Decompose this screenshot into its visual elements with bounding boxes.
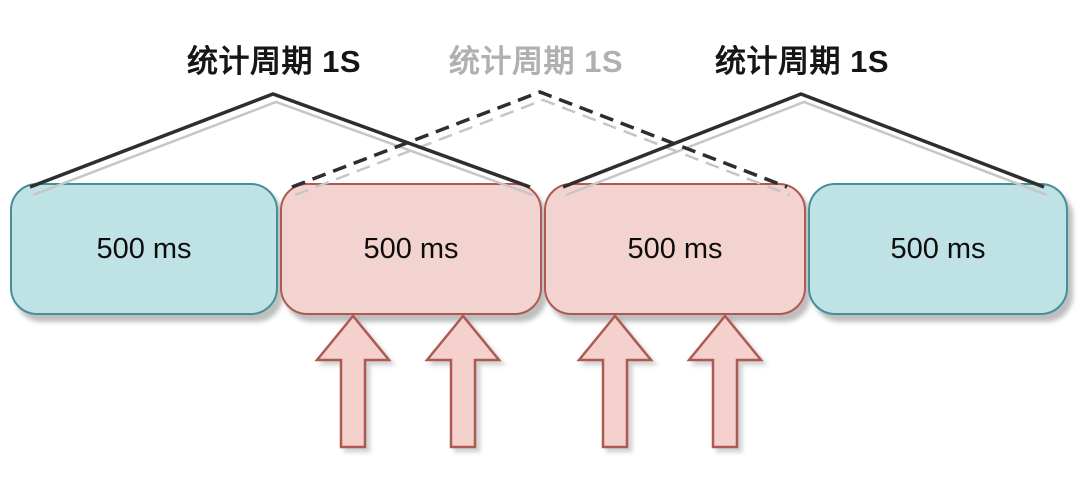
chevron-shadow-middle <box>294 98 791 197</box>
chevron-bracket-left <box>29 92 531 189</box>
time-window-box-1: 500 ms <box>10 183 278 315</box>
chevron-shadow-left <box>32 100 534 197</box>
up-arrow-icon <box>576 314 654 449</box>
box-duration-label: 500 ms <box>96 232 192 265</box>
up-arrow-icon <box>686 314 764 449</box>
time-window-box-3: 500 ms <box>544 183 806 315</box>
box-duration-label: 500 ms <box>890 232 986 265</box>
request-arrows <box>314 314 764 449</box>
up-arrow-icon <box>424 314 502 449</box>
time-window-box-2: 500 ms <box>280 183 542 315</box>
time-window-box-4: 500 ms <box>808 183 1068 315</box>
chevron-shadows <box>32 98 1048 197</box>
chevron-bracket-middle-dashed <box>291 90 788 189</box>
period-label-middle: 统计周期 1S <box>448 44 624 79</box>
chevron-bracket-right <box>562 92 1045 189</box>
box-duration-label: 500 ms <box>627 232 723 265</box>
period-label-right: 统计周期 1S <box>714 44 890 79</box>
period-label-left: 统计周期 1S <box>186 44 362 79</box>
up-arrow-icon <box>314 314 392 449</box>
chevron-shadow-right <box>565 100 1048 197</box>
box-duration-label: 500 ms <box>363 232 459 265</box>
